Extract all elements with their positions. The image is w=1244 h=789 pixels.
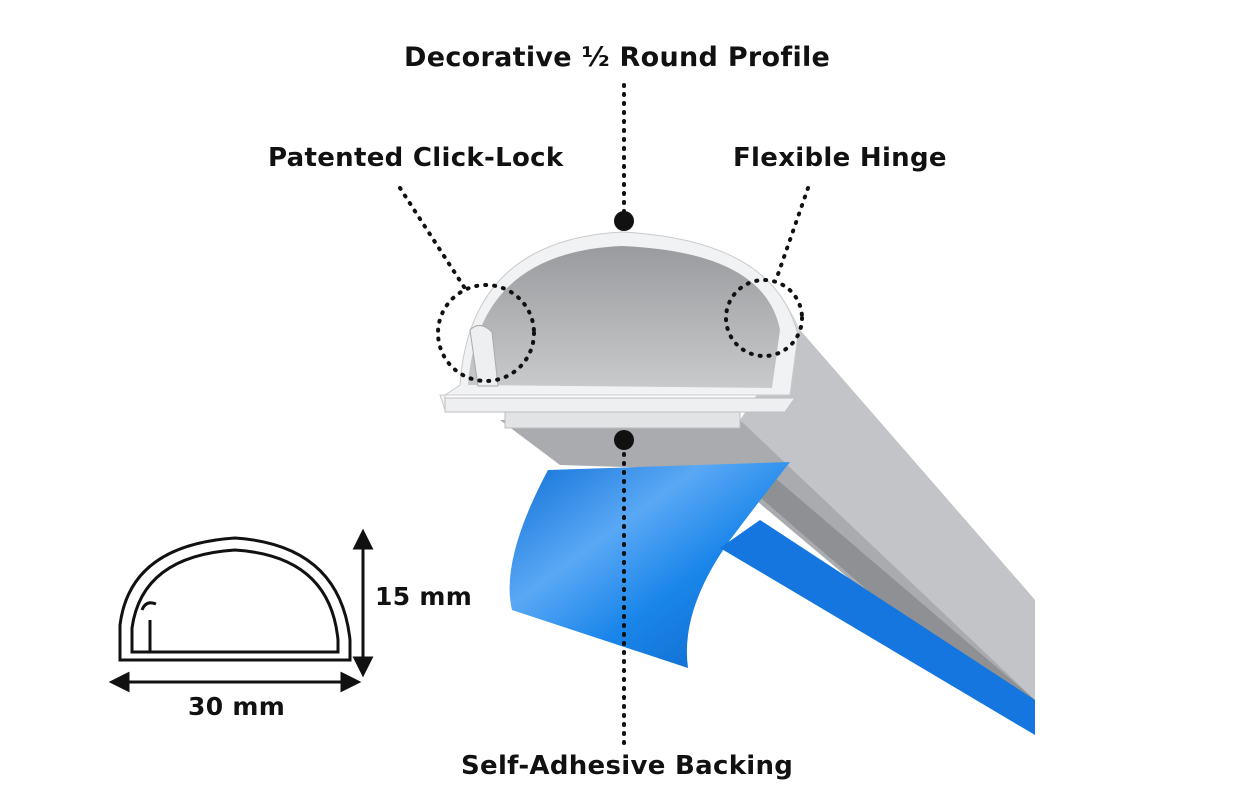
callout-dot-backing: [614, 430, 634, 450]
adhesive-tape: [509, 462, 790, 668]
adhesive-tape-strip: [720, 520, 1035, 735]
cross-section-icon: [118, 536, 352, 662]
label-round-profile: Decorative ½ Round Profile: [404, 42, 831, 73]
label-flexible-hinge: Flexible Hinge: [733, 143, 947, 173]
label-height: 15 mm: [375, 582, 473, 611]
raceway-profile: [439, 231, 799, 429]
label-click-lock: Patented Click-Lock: [268, 143, 564, 173]
callout-dot-profile: [614, 211, 634, 231]
label-width: 30 mm: [188, 692, 286, 721]
label-self-adhesive: Self-Adhesive Backing: [461, 751, 794, 781]
dimension-arrows: [108, 528, 374, 693]
callout-lines: [398, 83, 810, 747]
